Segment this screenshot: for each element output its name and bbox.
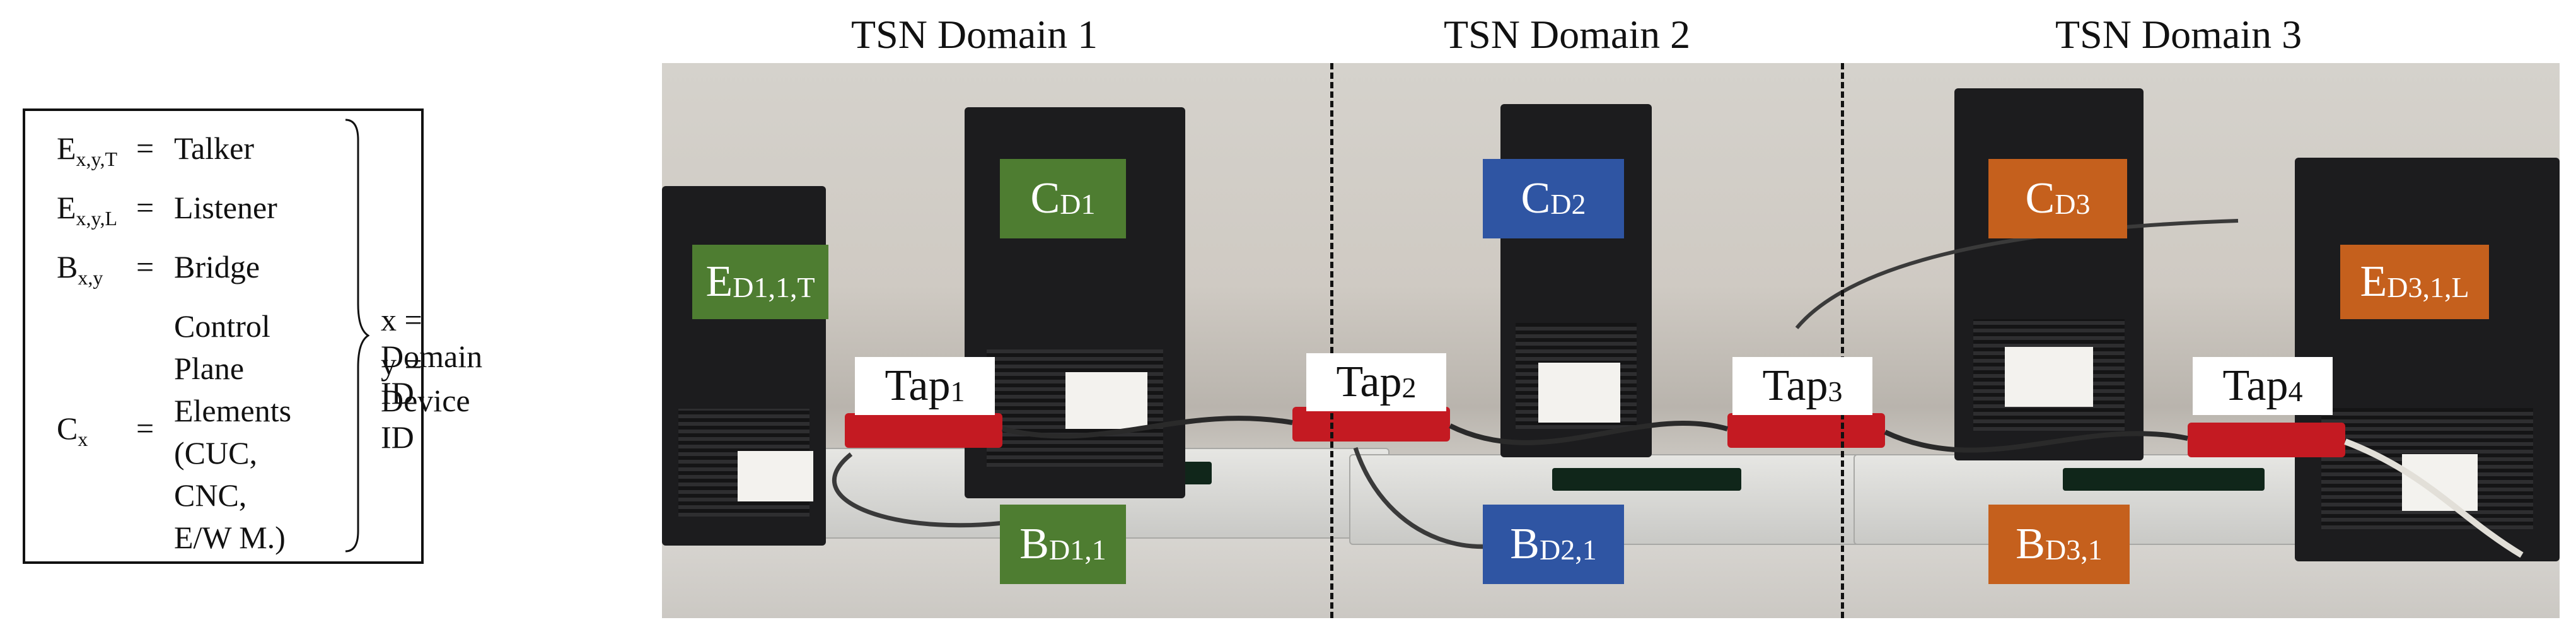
tap-device-3 xyxy=(1727,413,1885,448)
equals-sign: = xyxy=(136,249,154,284)
switch-display xyxy=(2063,468,2265,491)
legend-brace xyxy=(345,119,369,553)
equals-sign: = xyxy=(136,411,154,446)
bridge-label: Bridge xyxy=(174,249,260,284)
equals-sign: = xyxy=(136,190,154,225)
listener-label: Listener xyxy=(174,190,277,225)
listener-symbol: Ex,y,L xyxy=(57,190,118,230)
tap-device-2 xyxy=(1292,407,1450,442)
talker-label: Talker xyxy=(174,131,254,166)
switch-display xyxy=(1552,468,1741,491)
legend-box: Ex,y,T = Talker Ex,y,L = Listener Bx,y =… xyxy=(23,108,482,564)
legend-control-row: Cx = Control Plane Elements (CUC, CNC, E… xyxy=(25,305,309,558)
domain-3-title: TSN Domain 3 xyxy=(2055,12,2302,57)
domain-id-definition: x = Domain ID xyxy=(381,302,483,411)
domain-2-title: TSN Domain 2 xyxy=(1444,12,1691,57)
listener-pc xyxy=(2295,158,2560,561)
equals-sign: = xyxy=(136,131,154,166)
device-id-definition: y = Device ID xyxy=(381,346,470,455)
bridge-symbol: Bx,y xyxy=(57,249,103,289)
tap-device-1 xyxy=(845,413,1002,448)
domain-separator-1 xyxy=(1330,63,1333,618)
bridge-switch-d2 xyxy=(1349,454,1919,545)
control-symbol: Cx xyxy=(57,411,88,450)
control-pc-d3 xyxy=(1954,88,2144,460)
tap-device-4 xyxy=(2188,423,2345,457)
talker-symbol: Ex,y,T xyxy=(57,131,118,170)
control-plane-description: Control Plane Elements (CUC, CNC, E/W M.… xyxy=(174,308,292,555)
domain-separator-2 xyxy=(1841,63,1844,618)
domain-1-title: TSN Domain 1 xyxy=(851,12,1098,57)
